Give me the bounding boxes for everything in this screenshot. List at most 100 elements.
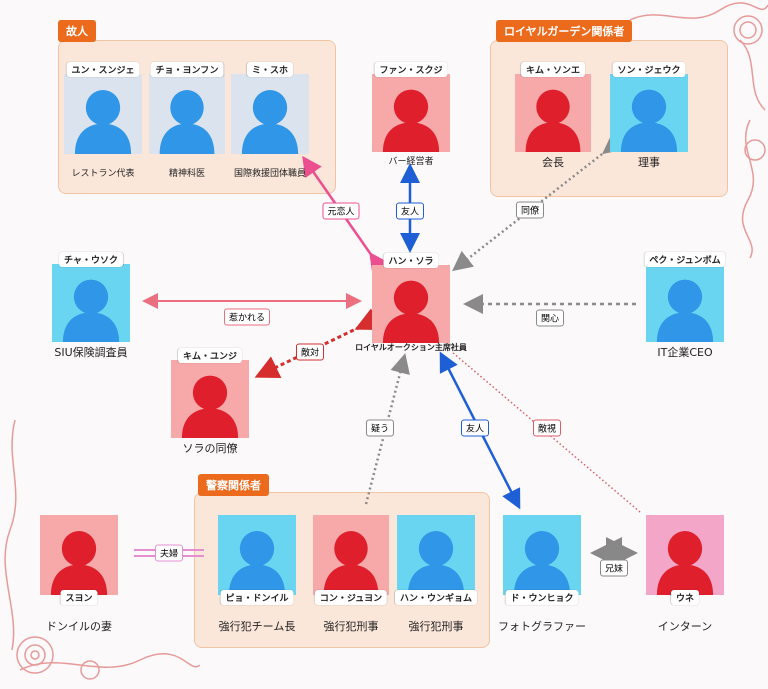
node-name-son: ソン・ジェウク (612, 62, 686, 77)
node-name-pyo: ピョ・ドンイル (220, 590, 294, 605)
person-body-icon (525, 122, 581, 152)
node-une: ウネ インターン (646, 515, 724, 633)
edge-label-tekishi: 敵視 (532, 419, 562, 437)
node-role-yun: レストラン代表 (71, 169, 135, 179)
node-name-kimyu: キム・ユンジ (177, 348, 243, 363)
person-body-icon (513, 564, 571, 595)
person-silhouette-icon (667, 279, 703, 314)
node-name-suyon: スヨン (60, 590, 98, 605)
node-yun: ユン・スンジェ レストラン代表 (64, 62, 142, 179)
person-body-icon (382, 122, 440, 152)
person-body-icon (656, 564, 714, 595)
portrait-baek (646, 264, 724, 342)
group-title-royal-garden: ロイヤルガーデン関係者 (496, 20, 633, 42)
portrait-cho (149, 74, 225, 154)
person-silhouette-icon (192, 375, 228, 410)
person-silhouette-icon (393, 89, 429, 124)
person-silhouette-icon (61, 531, 97, 567)
ornament-bottom-left (4, 419, 200, 680)
portrait-yun (64, 74, 142, 154)
node-name-cho: チョ・ヨンフン (150, 62, 224, 77)
portrait-hanug (397, 515, 475, 595)
person-body-icon (159, 123, 215, 154)
portrait-kon (313, 515, 389, 595)
person-silhouette-icon (631, 89, 667, 124)
node-name-han: ハン・ソラ (383, 253, 439, 268)
person-body-icon (181, 408, 239, 438)
node-role-cha: SIU保険調査員 (54, 346, 128, 359)
node-cha: チャ・ウソク SIU保険調査員 (52, 252, 130, 359)
portrait-han (372, 265, 450, 343)
person-silhouette-icon (334, 531, 368, 567)
node-role-kimso: 会長 (542, 156, 564, 169)
node-name-cha: チャ・ウソク (59, 252, 123, 267)
edge-label-kyodai: 兄妹 (599, 559, 629, 577)
person-silhouette-icon (73, 279, 109, 314)
person-silhouette-icon (524, 531, 560, 567)
person-silhouette-icon (252, 90, 288, 126)
person-body-icon (382, 313, 440, 343)
node-pyo: ピョ・ドンイル 強行犯チーム長 (218, 515, 296, 633)
person-body-icon (620, 122, 678, 152)
node-role-une: インターン (657, 620, 713, 633)
node-role-suyon: ドンイルの妻 (46, 620, 112, 633)
ornament-top-right (629, 2, 768, 259)
node-role-son: 理事 (638, 156, 660, 169)
node-name-fan: ファン・スクジ (374, 62, 448, 77)
node-role-cho: 精神科医 (168, 169, 206, 179)
node-cho: チョ・ヨンフン 精神科医 (149, 62, 225, 179)
person-body-icon (74, 123, 132, 154)
node-mi: ミ・スホ 国際救援団体職員 (231, 62, 309, 179)
person-body-icon (323, 564, 379, 595)
portrait-do (503, 515, 581, 595)
node-hanug: ハン・ウンギョム 強行犯刑事 (394, 515, 478, 633)
node-name-kon: コン・ジュヨン (314, 590, 388, 605)
node-role-pyo: 強行犯チーム長 (218, 620, 296, 633)
portrait-suyon (40, 515, 118, 595)
person-silhouette-icon (667, 531, 703, 567)
node-name-kimso: キム・ソンエ (520, 62, 586, 77)
edge-label-fufu: 夫婦 (154, 544, 184, 562)
person-body-icon (62, 312, 120, 342)
group-title-police: 警察関係者 (198, 474, 269, 496)
person-silhouette-icon (418, 531, 454, 567)
person-body-icon (656, 312, 714, 342)
node-name-hanug: ハン・ウンギョム (394, 590, 478, 605)
person-silhouette-icon (239, 531, 275, 567)
node-kon: コン・ジュヨン 強行犯刑事 (313, 515, 389, 633)
person-silhouette-icon (393, 280, 429, 315)
edge-label-doryo: 同僚 (515, 201, 545, 219)
portrait-une (646, 515, 724, 595)
person-body-icon (50, 564, 108, 595)
group-title-deceased: 故人 (58, 20, 96, 42)
person-body-icon (241, 123, 299, 154)
node-role-kimyu: ソラの同僚 (182, 442, 238, 455)
edge-label-yujin-fan: 友人 (395, 202, 425, 220)
portrait-cha (52, 264, 130, 342)
edge-label-yujin-do: 友人 (460, 419, 490, 437)
node-baek: ペク・ジュンボム IT企業CEO (644, 252, 726, 359)
node-kimso: キム・ソンエ 会長 (515, 62, 591, 169)
portrait-pyo (218, 515, 296, 595)
edge-label-motokoi: 元恋人 (322, 202, 360, 220)
person-silhouette-icon (170, 90, 204, 126)
portrait-son (610, 74, 688, 152)
edge-label-utagau: 疑う (365, 419, 395, 437)
node-suyon: スヨン ドンイルの妻 (40, 515, 118, 633)
person-silhouette-icon (85, 90, 121, 126)
edge-label-tekitai: 敵対 (295, 343, 325, 361)
node-son: ソン・ジェウク 理事 (610, 62, 688, 169)
portrait-kimso (515, 74, 591, 152)
node-role-han: ロイヤルオークション主席社員 (355, 343, 467, 352)
edge-tekitai (254, 308, 382, 379)
node-role-fan: バー経営者 (388, 157, 434, 167)
node-kimyu: キム・ユンジ ソラの同僚 (171, 348, 249, 455)
node-role-baek: IT企業CEO (657, 346, 713, 359)
node-fan: ファン・スクジ バー経営者 (372, 62, 450, 167)
node-name-do: ド・ウンヒョク (505, 590, 579, 605)
edge-label-kanshin: 関心 (535, 309, 565, 327)
person-body-icon (228, 564, 286, 595)
portrait-kimyu (171, 360, 249, 438)
portrait-mi (231, 74, 309, 154)
